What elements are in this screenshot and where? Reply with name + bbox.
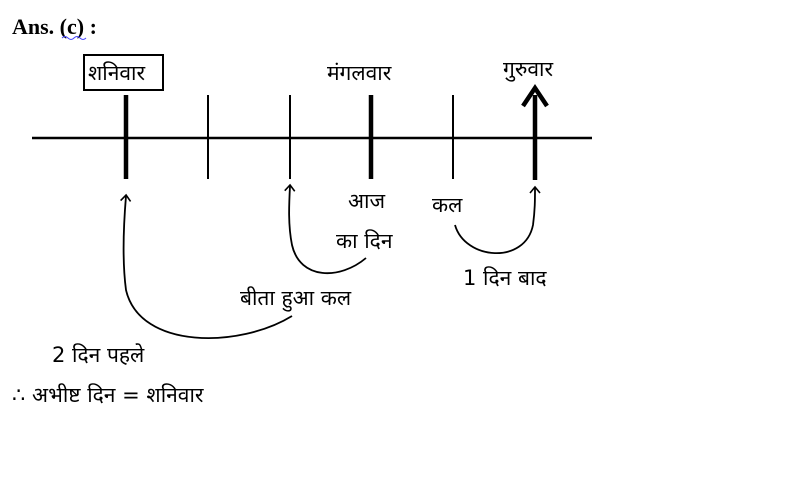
label-two-days-before: 2 दिन पहले	[52, 343, 145, 367]
label-yesterday: बीता हुआ कल	[240, 286, 352, 312]
label-saturday: शनिवार	[88, 61, 145, 85]
answer-label: Ans. (c) :	[12, 14, 97, 39]
conclusion: ∴ अभीष्ट दिन = शनिवार	[12, 383, 204, 407]
curve-one-day-after	[454, 185, 541, 255]
label-tomorrow: कल	[432, 193, 463, 217]
label-today-line1: आज	[348, 189, 385, 213]
arrow-up-icon	[521, 83, 549, 108]
spellcheck-underline	[61, 36, 87, 40]
curve-yesterday	[284, 183, 367, 275]
label-one-day-after: 1 दिन बाद	[463, 266, 547, 290]
curve-two-days-before	[120, 193, 293, 339]
label-thursday: गुरुवार	[503, 57, 553, 82]
answer-box	[83, 54, 164, 91]
label-today-line2: का दिन	[336, 229, 393, 253]
label-tuesday: मंगलवार	[327, 61, 392, 85]
